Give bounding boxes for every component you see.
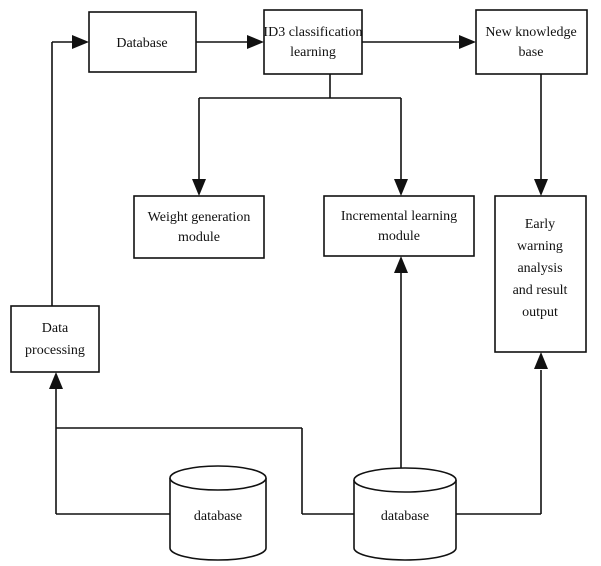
- node-early-label-line3: analysis: [517, 261, 562, 276]
- node-new-knowledge-base: New knowledge base: [475, 9, 588, 75]
- arrowhead-up-early: [534, 352, 548, 369]
- node-id3-label-line1: ID3 classification: [263, 25, 362, 40]
- node-incremental-label-line1: Incremental learning: [341, 209, 457, 224]
- node-id3-label-line2: learning: [290, 45, 336, 60]
- node-incremental-label-line2: module: [378, 229, 420, 244]
- db-right-label: database: [381, 509, 429, 524]
- node-newkb-label-line1: New knowledge: [485, 25, 576, 40]
- arrowhead-right-database: [72, 35, 89, 49]
- node-newkb-label-line2: base: [519, 45, 544, 60]
- arrowhead-right-newkb: [459, 35, 476, 49]
- node-early-label-line4: and result: [513, 283, 568, 298]
- node-early-label-line1: Early: [525, 217, 555, 232]
- node-early-warning: Early warning analysis and result output: [494, 195, 587, 353]
- arrowhead-down-incremental: [394, 179, 408, 196]
- node-dataproc-label-line1: Data: [42, 321, 69, 336]
- arrowhead-up-dataproc: [49, 372, 63, 389]
- node-early-label-line5: output: [522, 305, 558, 320]
- node-dataproc-label-line2: processing: [25, 343, 85, 358]
- arrowhead-right-id3: [247, 35, 264, 49]
- database-cylinder-left: database: [169, 465, 267, 561]
- arrowhead-up-incremental: [394, 256, 408, 273]
- arrowhead-down-early: [534, 179, 548, 196]
- database-cylinder-right: database: [353, 467, 457, 561]
- node-id3-classification: ID3 classification learning: [263, 9, 363, 75]
- node-early-label-line2: warning: [517, 239, 563, 254]
- arrowhead-down-weight: [192, 179, 206, 196]
- db-left-label: database: [194, 509, 242, 524]
- node-weight-label-line2: module: [178, 230, 220, 245]
- node-incremental-learning: Incremental learning module: [323, 195, 475, 257]
- node-data-processing: Data processing: [10, 305, 100, 373]
- node-database-label: Database: [116, 36, 167, 51]
- node-weight-generation: Weight generation module: [133, 195, 265, 259]
- node-database: Database: [88, 11, 197, 73]
- node-weight-label-line1: Weight generation: [148, 210, 251, 225]
